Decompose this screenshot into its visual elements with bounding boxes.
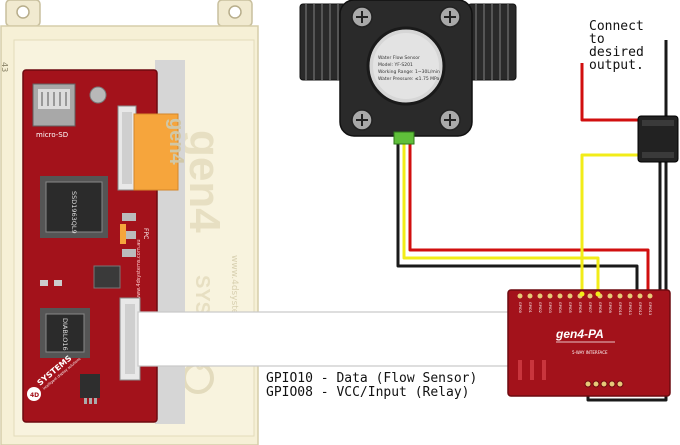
adapter-pin-label: GPIO13 (648, 302, 652, 315)
adapter-pin-label: GPIO9 (608, 302, 612, 313)
adapter-pin-header-bottom (584, 380, 624, 388)
adapter-pin-label: GPIO11 (628, 302, 632, 315)
sensor-wire-connector (393, 131, 415, 145)
gen4-side-label: gen4 (165, 118, 187, 166)
pcb-inductor (93, 265, 121, 289)
website-watermark: www.4dsystems.com.au (229, 255, 239, 364)
adapter-pin-labels: GPIO0 GPIO1 GPIO2 GPIO3 GPIO4 GPIO5 GPIO… (518, 302, 652, 315)
company-logo-icon (27, 387, 41, 401)
pcb-website: www.4dsystems.com.au (136, 239, 142, 300)
relay-body (637, 115, 679, 163)
adapter-pin-label: GPIO2 (538, 302, 542, 313)
adapter-pin-label: GPIO3 (548, 302, 552, 313)
adapter-pin-label: GPIO12 (638, 302, 642, 315)
gen4-watermark: gen4 (180, 130, 229, 233)
adapter-title: gen4-PA (555, 327, 604, 341)
wire-sensor-yellow (402, 140, 600, 292)
voltage-regulator (80, 374, 100, 398)
relay-module (637, 115, 679, 163)
adapter-board (507, 289, 671, 397)
flow-sensor: Water Flow Sensor Model: YF-S201 Working… (299, 0, 517, 145)
orange-fpc-ribbon (133, 113, 179, 191)
fpc-label: FPC (142, 228, 149, 239)
adapter-pin-header-top (517, 293, 653, 299)
wire-output-red (580, 63, 640, 122)
mount-hole-top-right (228, 5, 242, 19)
sensor-label-line1: Water Flow Sensor (378, 55, 420, 61)
sensor-screws (351, 6, 461, 131)
sensor-label-line2: Model: YF-S201 (378, 62, 413, 68)
adapter-pin-label: GPIO0 (518, 302, 522, 313)
legend-gpio10: GPIO10 - Data (Flow Sensor) (266, 371, 478, 386)
wire-relay-yellow (580, 153, 640, 292)
adapter-pin-label: GPIO10 (618, 302, 622, 315)
sensor-label-line3: Working Range: 1~30L/min (378, 69, 440, 75)
gen4-pa-adapter: GPIO0 GPIO1 GPIO2 GPIO3 GPIO4 GPIO5 GPIO… (507, 289, 671, 397)
mount-hole-top-left (16, 5, 30, 19)
legend-gpio08: GPIO08 - VCC/Input (Relay) (266, 385, 470, 400)
chip-ssd1963: SSD1963QL9 (40, 176, 108, 238)
relay-note-line3: desired (589, 45, 644, 60)
chip-diablo16-label: DIABLO16 (61, 318, 69, 351)
display-module: 43 gen4 SYSTEMS www.4dsystems.com.au mic… (0, 0, 259, 445)
side-number: 43 (0, 62, 9, 72)
svg-text:4D: 4D (30, 392, 39, 399)
adapter-pin-label: GPIO5 (568, 302, 572, 313)
chip-ssd1963-label: SSD1963QL9 (70, 191, 78, 234)
adapter-interface-label: 5-WAY INTERFACE (572, 350, 608, 355)
adapter-pin-label: GPIO6 (578, 302, 582, 313)
adapter-pin-label: GPIO1 (528, 302, 532, 313)
adapter-pin-label: GPIO8 (598, 302, 602, 313)
relay-note-line4: output. (589, 58, 644, 73)
pcb-button (89, 86, 107, 104)
ribbon-cable (137, 311, 513, 367)
relay-note-line1: Connect (589, 19, 644, 34)
adapter-pin-label: GPIO4 (558, 302, 562, 314)
chip-diablo16: DIABLO16 (40, 308, 90, 358)
sensor-label-line4: Water Pressure: ≤1.75 MPa (378, 76, 440, 82)
adapter-pin-label: GPIO7 (588, 302, 592, 313)
relay-note-line2: to (589, 32, 605, 47)
micro-sd-label: micro-SD (36, 131, 68, 139)
